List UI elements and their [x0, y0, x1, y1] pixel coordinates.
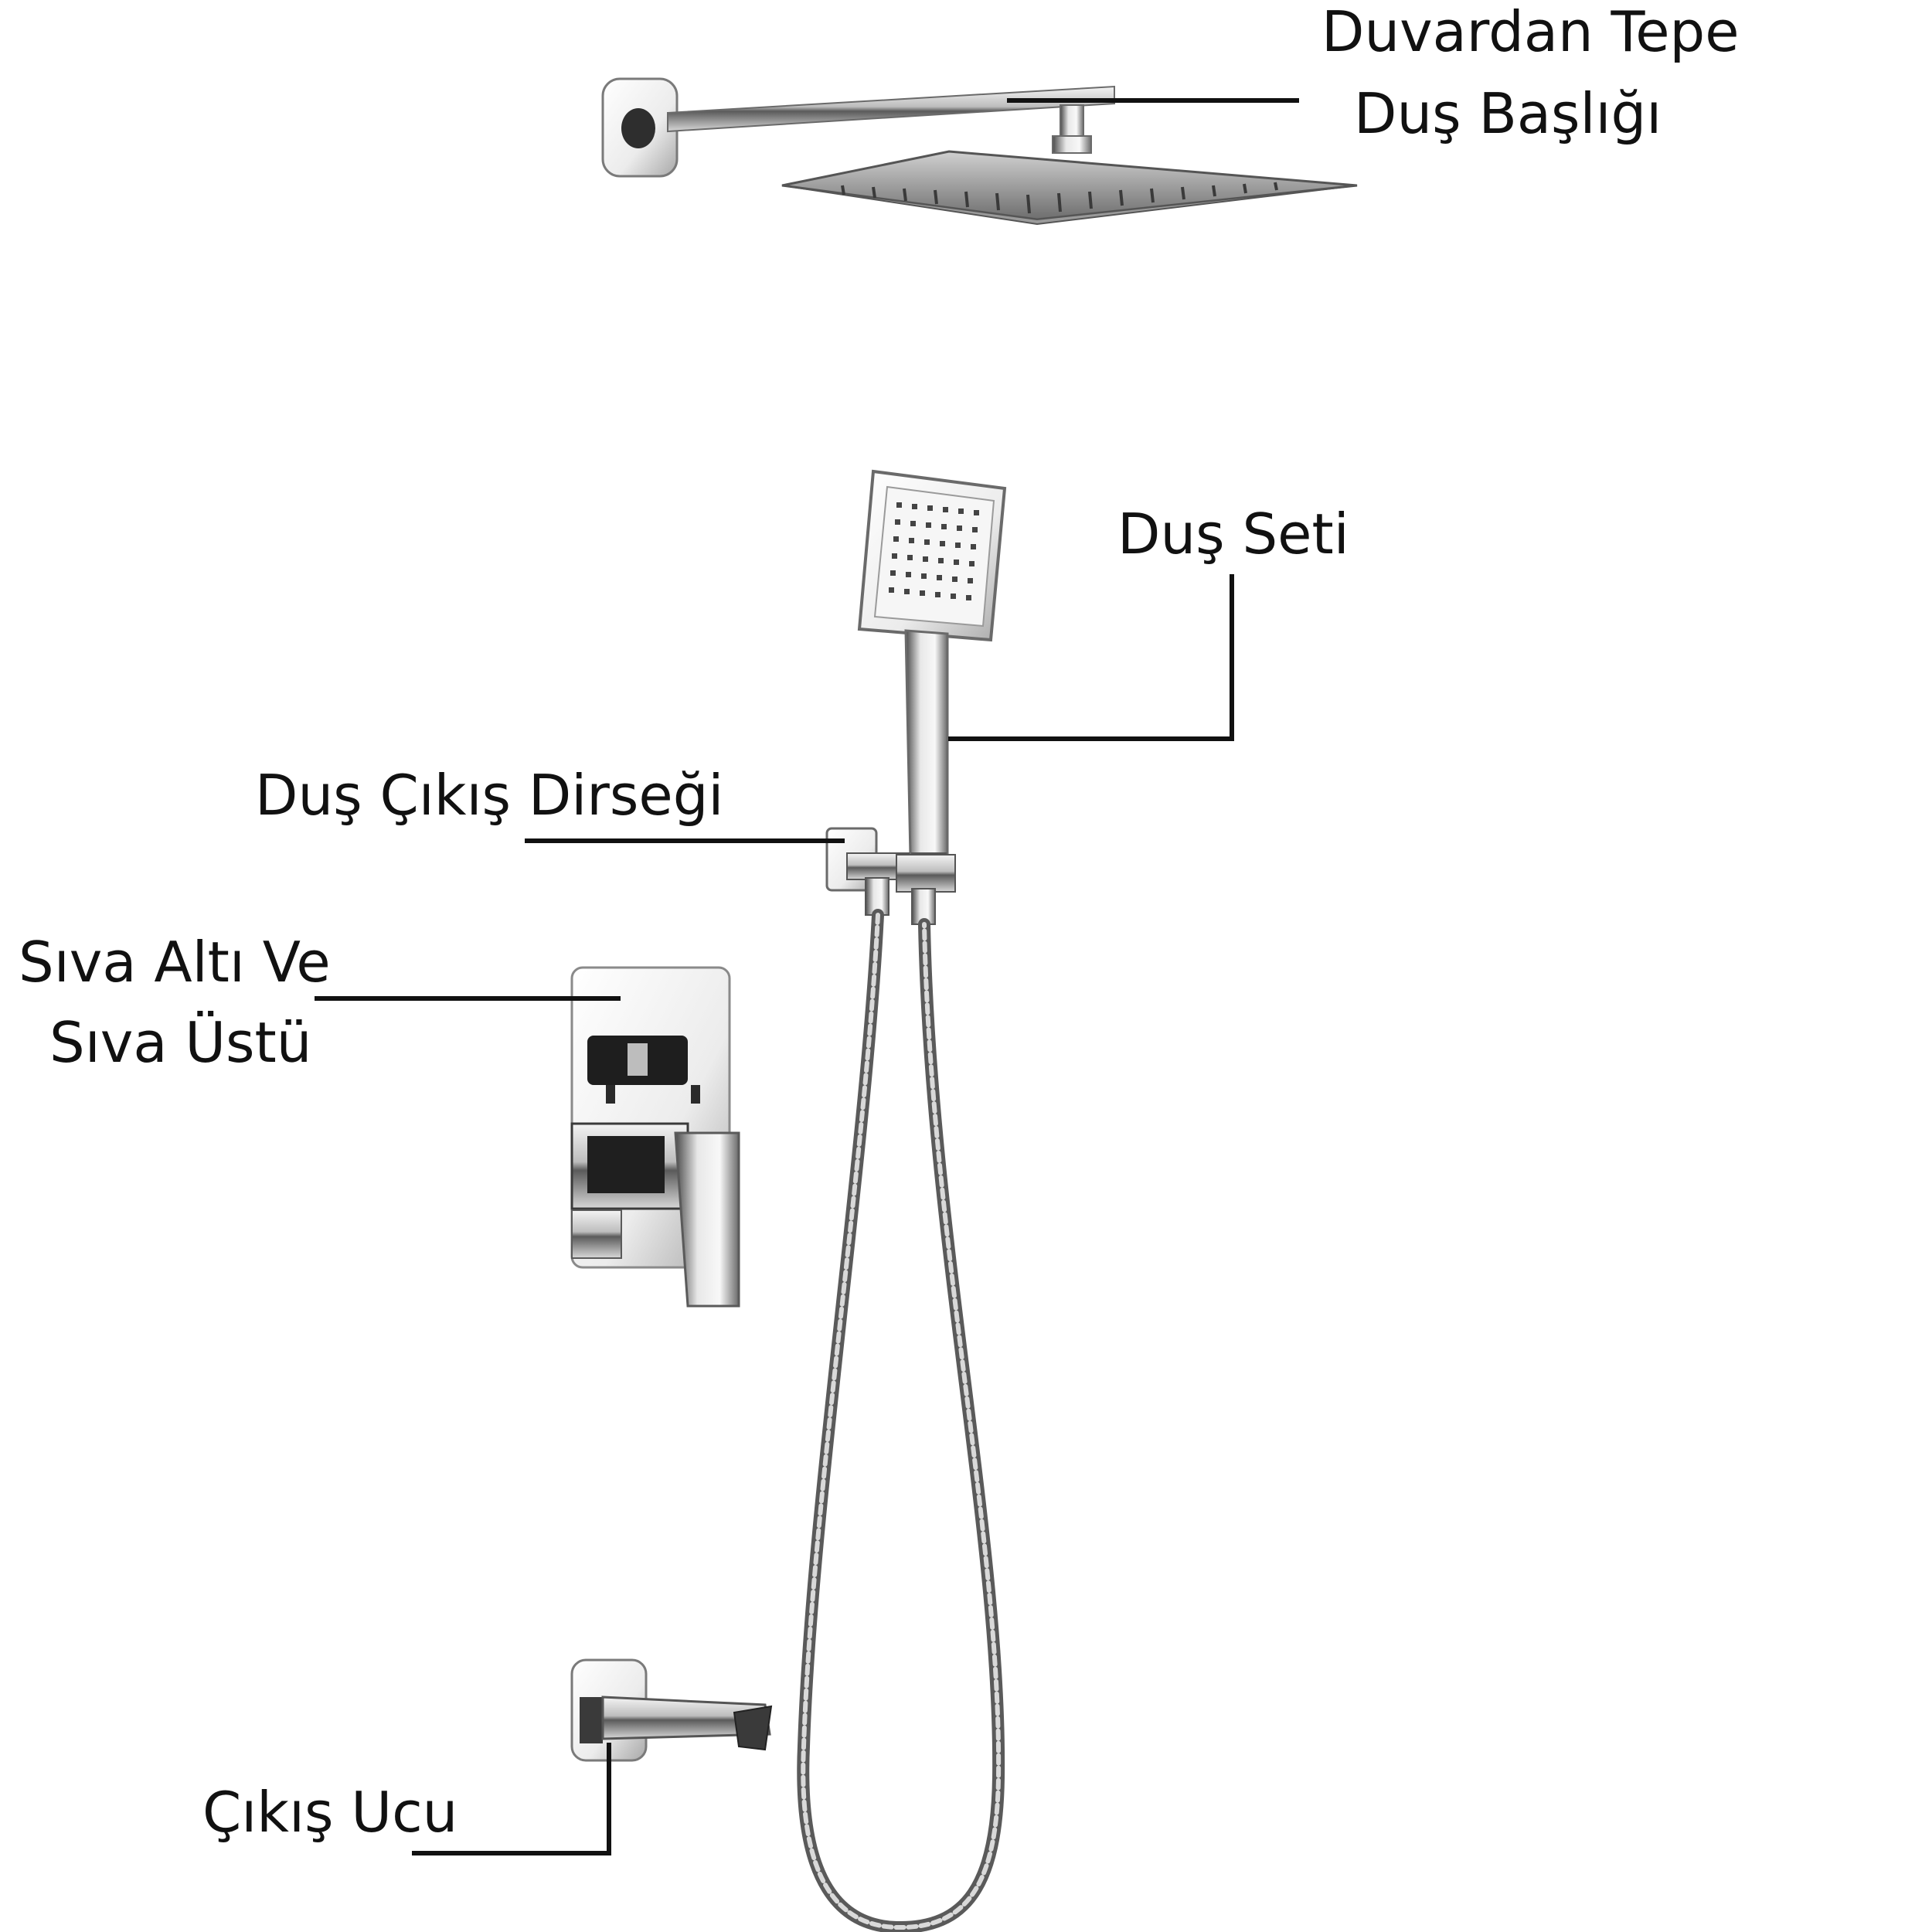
rain-head-edge — [781, 185, 1358, 226]
label-spout: Çıkış Ucu — [202, 1780, 457, 1845]
rain-shower-head — [601, 77, 1358, 226]
rain-head-plate — [781, 150, 1358, 221]
mixer-lever-handle — [674, 1131, 740, 1308]
mixer-lever-tip — [571, 1209, 622, 1259]
label-outlet-elbow: Duş Çıkış Dirseği — [255, 763, 723, 828]
shower-hose — [797, 909, 1005, 1932]
label-hand-shower: Duş Seti — [1117, 502, 1349, 566]
bath-spout — [570, 1658, 773, 1762]
spout-body — [601, 1696, 771, 1740]
shower-hose-highlight — [801, 913, 1002, 1930]
spout-plate-shadow — [580, 1697, 603, 1743]
spout-tip — [733, 1705, 773, 1751]
leader-lines — [315, 98, 1299, 1855]
mixer-valve — [570, 966, 740, 1308]
rain-head-stem-nut — [1052, 135, 1092, 154]
rain-head-stem — [1060, 104, 1084, 137]
mixer-lever-dark — [587, 1136, 665, 1193]
outlet-elbow — [825, 827, 956, 925]
hose-connector-right — [911, 888, 936, 925]
hand-shower-nozzles — [889, 502, 979, 600]
label-valve-line2: Sıva Üstü — [49, 1010, 311, 1075]
rain-head-nozzles — [841, 182, 1278, 214]
hand-shower-handle — [904, 629, 949, 858]
label-rain-head-line2: Duş Başlığı — [1354, 81, 1662, 146]
diverter-knob-highlight — [628, 1043, 648, 1076]
diverter-pin-right — [691, 1085, 700, 1104]
label-valve-line1: Sıva Altı Ve — [19, 930, 331, 995]
rain-head-flange-hole — [621, 108, 655, 148]
leader-spout — [412, 1743, 611, 1855]
label-rain-head-line1: Duvardan Tepe — [1321, 0, 1740, 64]
leader-hand-shower — [948, 574, 1234, 741]
outlet-elbow-holder — [896, 854, 956, 893]
hose-connector-left — [865, 877, 889, 916]
diverter-pin-left — [606, 1085, 615, 1104]
rain-head-arm — [667, 85, 1115, 133]
hand-shower — [857, 469, 1007, 871]
